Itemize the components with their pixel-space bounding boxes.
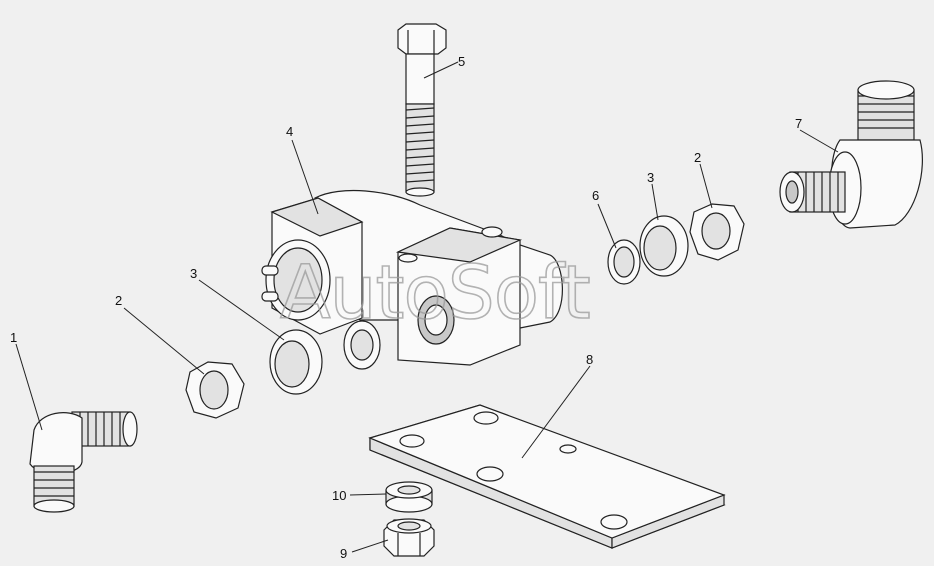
callout-5: 5 — [458, 54, 465, 69]
elbow-fitting-part-7 — [779, 80, 923, 229]
callout-4: 4 — [286, 124, 293, 139]
leader-4 — [291, 139, 319, 215]
callout-6: 6 — [592, 188, 599, 203]
callout-3-left: 3 — [190, 266, 197, 281]
sealing-washer-part-3-right — [639, 215, 689, 277]
leader-3-right — [651, 183, 659, 221]
callout-9: 9 — [340, 546, 347, 561]
leader-7 — [799, 129, 839, 153]
leader-9 — [351, 539, 389, 553]
leader-8 — [521, 365, 591, 459]
callout-7: 7 — [795, 116, 802, 131]
leader-2-right — [699, 163, 713, 209]
callout-1: 1 — [10, 330, 17, 345]
mounting-plate-part-8 — [368, 404, 726, 549]
nut-part-9 — [383, 518, 435, 557]
leader-1 — [15, 343, 43, 431]
callout-3-right: 3 — [647, 170, 654, 185]
o-ring-left — [343, 320, 381, 370]
elbow-fitting-part-1 — [29, 411, 138, 513]
callout-2-right: 2 — [694, 150, 701, 165]
valve-body-part-4 — [261, 189, 563, 366]
leader-5 — [423, 61, 459, 79]
sealing-washer-part-3-left — [269, 329, 323, 395]
leader-2-left — [123, 307, 205, 375]
callout-labels: 1 2 3 4 5 6 3 2 7 8 10 9 — [10, 54, 802, 561]
hex-nut-part-2-right — [689, 203, 745, 261]
callout-8: 8 — [586, 352, 593, 367]
spacer-part-10 — [385, 481, 433, 513]
leader-3-left — [198, 279, 285, 341]
watermark-text: AutoSoft — [280, 250, 590, 336]
hex-nut-part-2-left — [185, 361, 245, 419]
leader-lines — [15, 61, 839, 553]
bolt-part-5 — [397, 23, 447, 197]
leader-10 — [349, 493, 387, 496]
callout-2-left: 2 — [115, 293, 122, 308]
leader-6 — [597, 203, 617, 249]
callout-10: 10 — [332, 488, 346, 503]
o-ring-part-6 — [607, 239, 641, 285]
